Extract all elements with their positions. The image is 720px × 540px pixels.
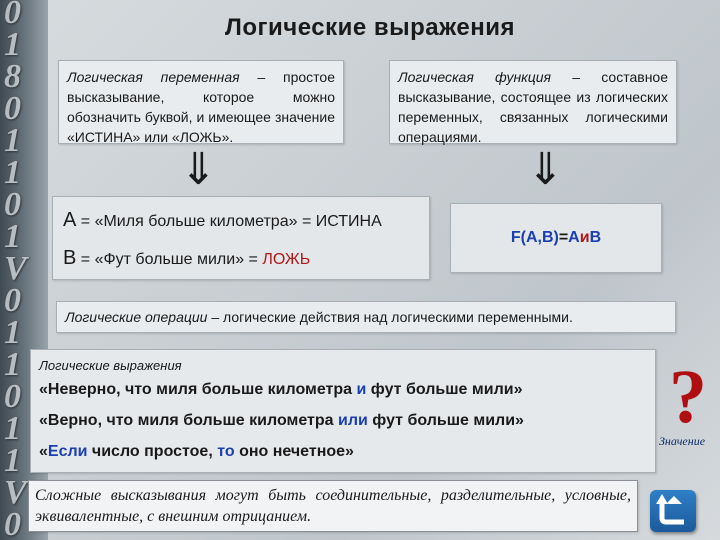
example-b-value: ЛОЖЬ <box>262 251 311 268</box>
expression-2-operator: или <box>337 412 368 429</box>
decorative-digit: 0 <box>4 186 21 223</box>
expression-3-if: Если <box>47 443 88 460</box>
variable-term: Логическая переменная <box>67 69 240 85</box>
decorative-digit: V <box>4 474 27 511</box>
function-and: и <box>579 229 590 246</box>
function-equals: = <box>558 229 569 246</box>
decorative-digit: 0 <box>4 282 21 319</box>
question-label: Значение <box>658 434 706 448</box>
variable-definition-box: Логическая переменная – простое высказыв… <box>58 60 344 145</box>
expression-1-post: фут больше мили» <box>366 381 523 398</box>
function-definition-text: – составное высказывание, состоящее из л… <box>398 69 668 145</box>
decorative-digit: 0 <box>4 0 21 31</box>
decorative-digit: 0 <box>4 506 21 540</box>
operations-box: Логические операции – логические действи… <box>56 301 676 333</box>
expression-1-pre: «Неверно, что миля больше километра <box>39 381 357 398</box>
complex-statements-text: Сложные высказывания могут быть соединит… <box>35 487 631 525</box>
expression-3-open-quote: « <box>39 443 48 460</box>
decorative-digit: 1 <box>4 218 21 255</box>
decorative-digit: 8 <box>4 58 21 95</box>
expressions-label: Логические выражения <box>39 358 182 373</box>
down-arrow-icon: ⇓ <box>527 144 564 195</box>
complex-statements-note: Сложные высказывания могут быть соединит… <box>28 480 638 532</box>
page-title: Логические выражения <box>225 14 515 41</box>
variable-examples-box: A = «Миля больше километра» = ИСТИНА B =… <box>52 196 430 280</box>
decorative-digit: 0 <box>4 90 21 127</box>
variable-a: A <box>63 209 77 231</box>
example-b-text: = «Фут больше мили» = <box>76 251 263 268</box>
question-mark-icon[interactable]: ? <box>669 355 707 439</box>
function-term: Логическая функция <box>398 69 552 85</box>
return-button[interactable] <box>650 490 696 532</box>
return-arrow-icon <box>656 494 684 525</box>
expression-2-pre: «Верно, что миля больше километра <box>39 412 338 429</box>
expression-3: «Если число простое, то оно нечетное» <box>39 442 647 462</box>
decorative-digit: 1 <box>4 26 21 63</box>
decorative-digit: 1 <box>4 442 21 479</box>
variable-b: B <box>63 247 77 269</box>
expression-1: «Неверно, что миля больше километра и фу… <box>39 380 647 400</box>
expressions-box: Логические выражения «Неверно, что миля … <box>30 349 656 473</box>
expression-3-then: то <box>217 443 235 460</box>
expression-3-post: оно нечетное» <box>234 443 354 460</box>
down-arrow-icon: ⇓ <box>180 144 217 195</box>
decorative-digit: 1 <box>4 314 21 351</box>
function-b: B <box>589 229 602 246</box>
decorative-digit: 1 <box>4 410 21 447</box>
example-a: A = «Миля больше километра» = ИСТИНА <box>63 205 419 237</box>
variable-definition-text: – простое высказывание, которое можно об… <box>67 69 335 145</box>
function-a: A <box>568 229 580 246</box>
decorative-digit: 1 <box>4 346 21 383</box>
decorative-digit: 1 <box>4 122 21 159</box>
expression-2: «Верно, что миля больше километра или фу… <box>39 411 647 431</box>
expression-3-mid: число простое, <box>87 443 218 460</box>
function-name: F(A,B) <box>510 229 559 246</box>
expression-1-operator: и <box>356 381 367 398</box>
operations-text: – логические действия над логическими пе… <box>207 309 573 325</box>
decorative-digit: 0 <box>4 378 21 415</box>
decorative-digit: V <box>4 250 27 287</box>
decorative-digit: 1 <box>4 154 21 191</box>
function-example-box: F(A,B) = A и B <box>450 203 662 273</box>
example-a-text: = «Миля больше километра» = ИСТИНА <box>76 213 382 230</box>
example-b: B = «Фут больше мили» = ЛОЖЬ <box>63 243 419 275</box>
function-definition-box: Логическая функция – составное высказыва… <box>389 60 677 145</box>
expression-2-post: фут больше мили» <box>367 412 524 429</box>
operations-term: Логические операции <box>65 309 208 325</box>
